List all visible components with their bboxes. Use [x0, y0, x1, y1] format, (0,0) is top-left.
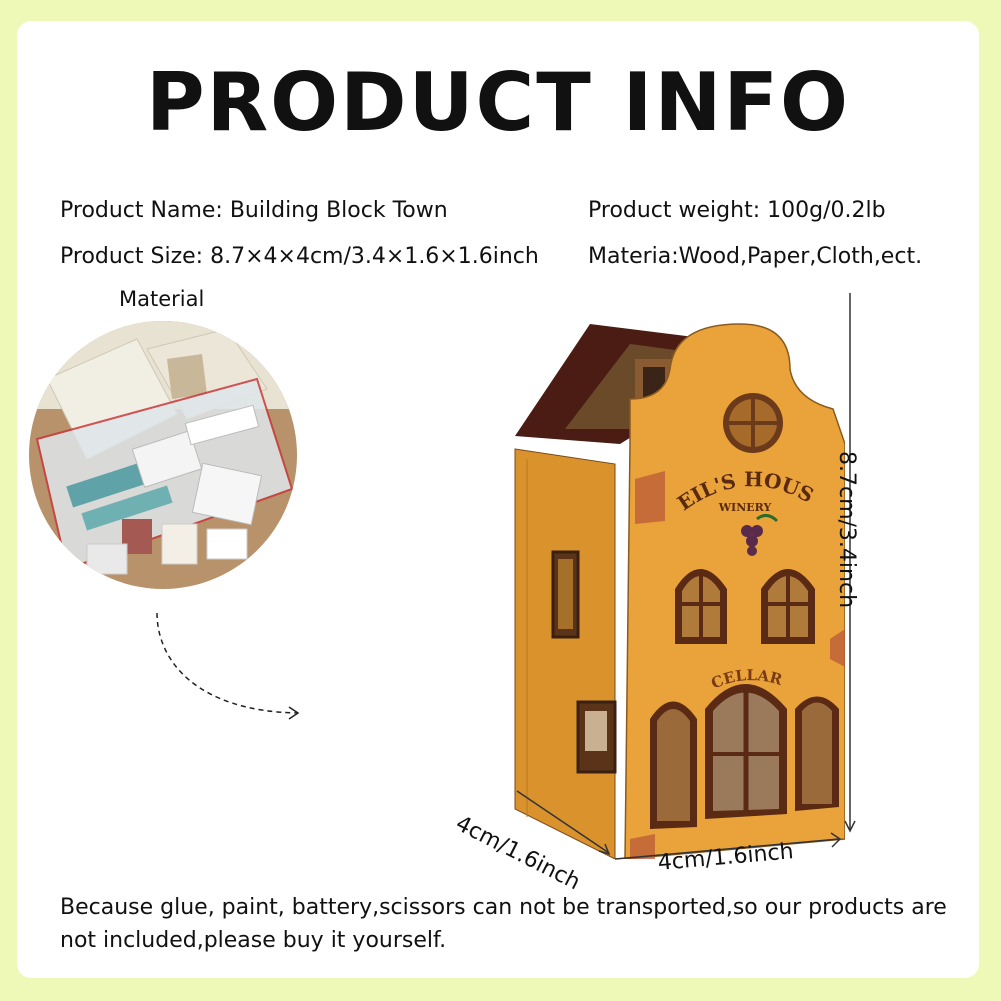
- page-title: PRODUCT INFO: [145, 56, 851, 149]
- product-name-label: Product Name:: [60, 198, 223, 223]
- product-name-value: Building Block Town: [229, 198, 448, 223]
- dashed-arrow-icon: [156, 612, 300, 720]
- product-weight-value: 100g/0.2lb: [767, 198, 886, 223]
- height-dimension: 8.7cm/3.4inch: [834, 451, 859, 609]
- product-name-spec: Product Name: Building Block Town: [60, 200, 448, 222]
- house-winery-text: WINERY: [718, 501, 772, 514]
- product-info-card: PRODUCT INFO Product Name: Building Bloc…: [17, 21, 979, 978]
- product-size-spec: Product Size: 8.7×4×4cm/3.4×1.6×1.6inch: [60, 246, 539, 268]
- product-weight-spec: Product weight: 100g/0.2lb: [588, 200, 886, 222]
- shipping-note: Because glue, paint, battery,scissors ca…: [60, 895, 947, 953]
- product-size-value: 8.7×4×4cm/3.4×1.6×1.6inch: [210, 244, 539, 269]
- product-size-label: Product Size:: [60, 244, 204, 269]
- house-model-image: NEIL'S HOUSE WINERY CELLAR: [505, 299, 845, 859]
- dimension-lines: [516, 293, 856, 860]
- product-weight-label: Product weight:: [588, 198, 761, 223]
- material-photo: [29, 321, 297, 589]
- material-label: Material: [119, 287, 205, 311]
- product-material-spec: Materia:Wood,Paper,Cloth,ect.: [588, 244, 923, 269]
